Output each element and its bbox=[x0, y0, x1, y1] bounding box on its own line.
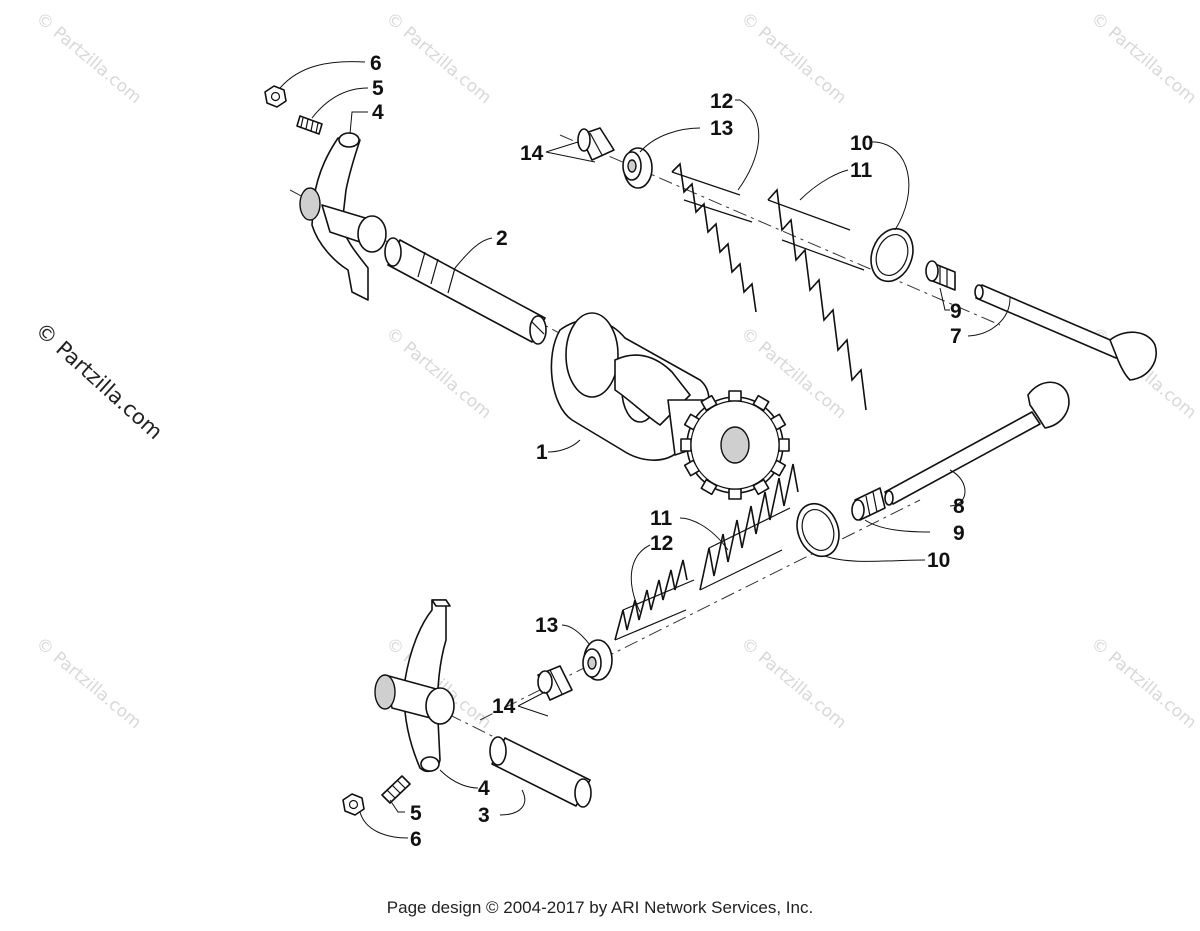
callout-5: 5 bbox=[410, 802, 422, 825]
callouts: 6 5 4 2 1 14 12 13 10 11 9 7 8 9 10 11 1… bbox=[370, 52, 965, 851]
watermark-text: © Partzilla.com bbox=[382, 9, 495, 109]
outer-spring-lower bbox=[699, 463, 799, 591]
outer-spring-upper bbox=[767, 188, 867, 411]
spring-retainer-lower bbox=[582, 639, 613, 681]
callout-12: 12 bbox=[650, 532, 673, 555]
leader-lines bbox=[279, 61, 1011, 839]
callout-10: 10 bbox=[850, 132, 873, 155]
callout-3: 3 bbox=[478, 804, 490, 827]
callout-12: 12 bbox=[710, 90, 733, 113]
callout-4: 4 bbox=[478, 777, 490, 800]
callout-1: 1 bbox=[536, 441, 548, 464]
nut-upper bbox=[264, 85, 287, 108]
watermark-text: © Partzilla.com bbox=[737, 634, 850, 734]
rocker-shaft-lower bbox=[489, 736, 592, 808]
callout-11: 11 bbox=[850, 159, 873, 182]
camshaft bbox=[550, 312, 790, 500]
callout-13: 13 bbox=[535, 614, 558, 637]
callout-5: 5 bbox=[372, 77, 384, 100]
valve-stem-seal-lower bbox=[851, 487, 886, 521]
callout-14: 14 bbox=[520, 142, 544, 165]
valve-keepers-upper bbox=[577, 127, 615, 161]
copyright-footer: Page design © 2004-2017 by ARI Network S… bbox=[386, 898, 814, 917]
watermark-text: © Partzilla.com bbox=[737, 9, 850, 109]
exhaust-valve bbox=[884, 381, 1070, 506]
rocker-shaft-upper bbox=[384, 237, 547, 345]
adjuster-screw-upper bbox=[296, 115, 323, 135]
inner-spring-upper bbox=[671, 162, 757, 313]
watermark-text: © Partzilla.com bbox=[1087, 9, 1200, 109]
callout-6: 6 bbox=[410, 828, 422, 851]
callout-7: 7 bbox=[950, 325, 962, 348]
callout-9: 9 bbox=[950, 300, 962, 323]
callout-14: 14 bbox=[492, 695, 516, 718]
callout-9: 9 bbox=[953, 522, 965, 545]
spring-seat-upper bbox=[870, 227, 914, 283]
rocker-arm-upper bbox=[299, 132, 387, 301]
valve-keepers-lower bbox=[537, 665, 573, 701]
watermark-text: © Partzilla.com bbox=[32, 9, 145, 109]
rocker-arm-lower bbox=[374, 599, 455, 772]
callout-6: 6 bbox=[370, 52, 382, 75]
watermark-text: © Partzilla.com bbox=[1087, 634, 1200, 734]
nut-lower bbox=[342, 793, 365, 816]
callout-8: 8 bbox=[953, 495, 965, 518]
adjuster-screw-lower bbox=[381, 775, 411, 804]
spring-retainer-upper bbox=[622, 147, 653, 189]
watermark-text: © Partzilla.com bbox=[32, 634, 145, 734]
callout-4: 4 bbox=[372, 101, 384, 124]
watermark-text: © Partzilla.com bbox=[382, 324, 495, 424]
side-watermark: © Partzilla.com bbox=[31, 318, 167, 444]
intake-valve bbox=[974, 284, 1157, 381]
spring-seat-lower bbox=[796, 502, 840, 558]
callout-13: 13 bbox=[710, 117, 733, 140]
inner-spring-lower bbox=[614, 559, 695, 641]
callout-2: 2 bbox=[496, 227, 508, 250]
callout-10: 10 bbox=[927, 549, 950, 572]
callout-11: 11 bbox=[650, 507, 673, 530]
valve-stem-seal-upper bbox=[925, 260, 956, 291]
